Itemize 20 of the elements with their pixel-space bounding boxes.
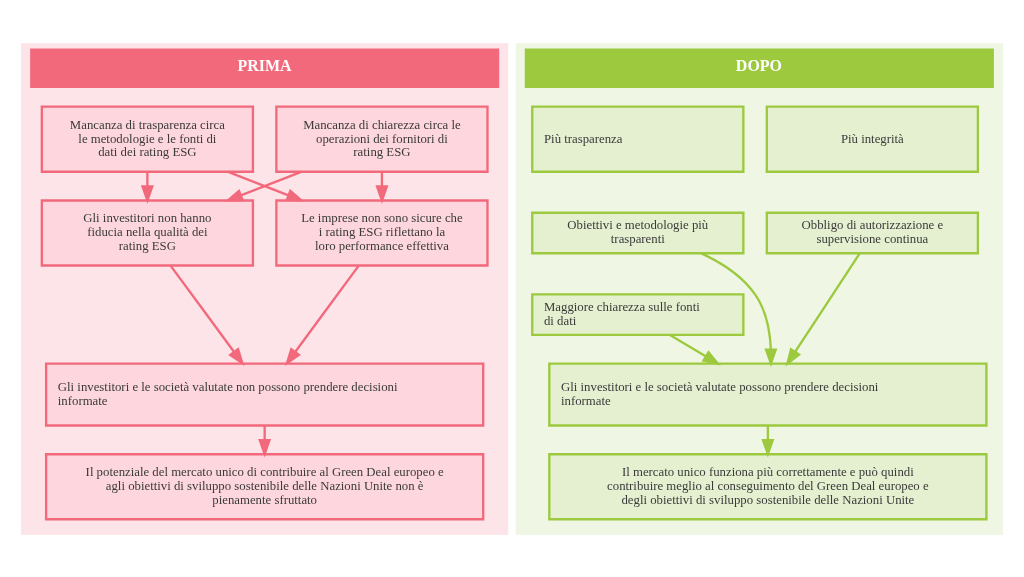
- arrow: [140, 171, 154, 204]
- arrow: [284, 264, 360, 366]
- node-box: Il potenziale del mercato unico di contribuire al Green Deal europeo e agli obiettivi di sviluppo sostenibile delle Nazioni Unite non è pienamente sfruttato: [44, 452, 485, 520]
- node-box: Gli investitori e le società valutate possono prendere decisioni informate: [548, 361, 988, 427]
- node-box: Mancanza di chiarezza circa le operazioni dei fornitori di rating ESG: [275, 105, 489, 173]
- node-box: Più trasparenza: [531, 105, 745, 173]
- node-box: Obiettivi e metodologie più trasparenti: [531, 211, 745, 254]
- arrow: [669, 333, 721, 365]
- arrow: [258, 425, 272, 458]
- node-box: Maggiore chiarezza sulle fonti di dati: [531, 292, 745, 336]
- node-box: Le imprese non sono sicure che i rating ESG riflettano la loro performance effettiva: [275, 198, 489, 267]
- node-box: Più integrità: [765, 105, 980, 173]
- node-box: Il mercato unico funziona più correttamente e può quindi contribuire meglio al conseguimento del Green Deal europeo e degli obiettivi di sviluppo sostenibile delle Nazioni Unite: [548, 452, 988, 520]
- arrow: [785, 252, 861, 367]
- node-box: Gli investitori non hanno fiducia nella qualità dei rating ESG: [40, 198, 255, 267]
- arrow: [169, 264, 245, 366]
- node-box: Gli investitori e le società valutate non possono prendere decisioni informate: [44, 361, 485, 427]
- node-box: Obbligo di autorizzazione e supervisione continua: [765, 211, 980, 254]
- node-box: Mancanza di trasparenza circa le metodologie e le fonti di dati dei rating ESG: [40, 105, 255, 173]
- arrow: [700, 251, 778, 367]
